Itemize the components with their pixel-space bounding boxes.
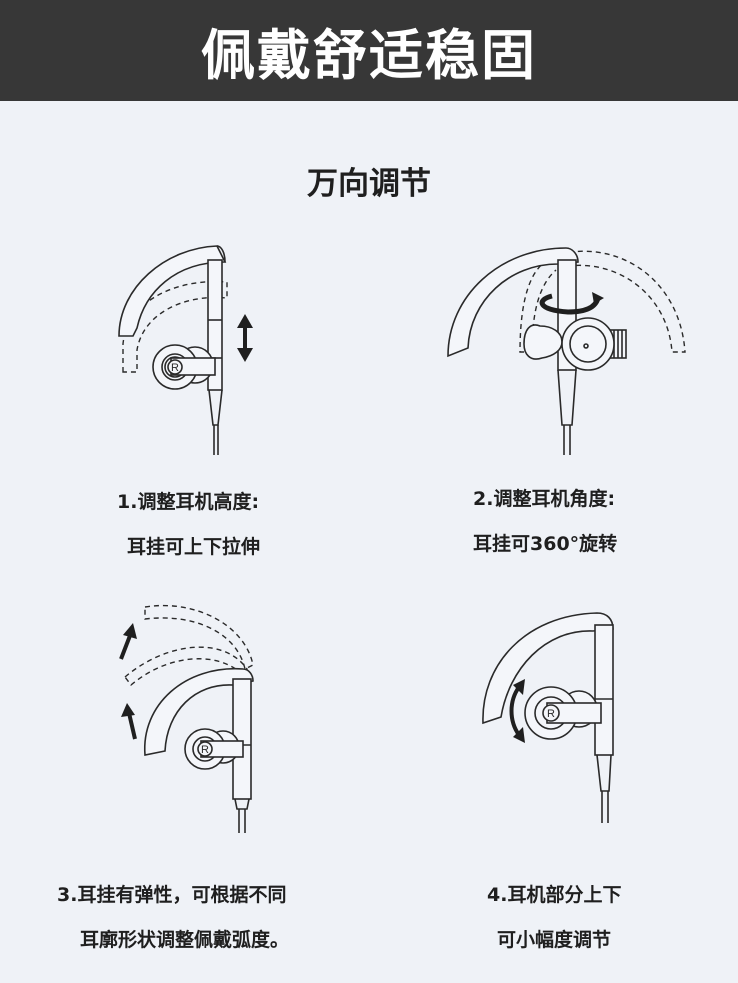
step-1-title: 1.调整耳机高度: — [117, 491, 260, 513]
right-mark: R — [201, 744, 209, 756]
earbud-tilt-illustration: R — [482, 612, 614, 823]
right-mark: R — [171, 362, 179, 374]
step-2-desc: 耳挂可360°旋转 — [473, 533, 618, 555]
earhook-height-illustration: R — [118, 245, 253, 455]
step-4-desc: 可小幅度调节 — [497, 929, 612, 951]
step-2-title: 2.调整耳机角度: — [473, 488, 616, 510]
step-3-title: 3.耳挂有弹性，可根据不同 — [57, 884, 287, 906]
up-down-arrow-icon — [237, 314, 253, 362]
step-1-desc: 耳挂可上下拉伸 — [127, 536, 261, 558]
curved-double-arrow-icon — [509, 679, 525, 743]
step-3-desc: 耳廓形状调整佩戴弧度。 — [80, 929, 290, 951]
header-banner: 佩戴舒适稳固 — [0, 0, 738, 101]
step-4-title: 4.耳机部分上下 — [487, 884, 622, 906]
right-mark: R — [547, 708, 555, 720]
section-title: 万向调节 — [307, 166, 431, 202]
up-arrow-icon — [119, 623, 137, 740]
rotate-arrow-icon — [539, 292, 604, 315]
page-title: 佩戴舒适稳固 — [201, 24, 537, 87]
earhook-flex-illustration: R — [119, 604, 254, 833]
earhook-rotation-illustration — [447, 247, 686, 455]
